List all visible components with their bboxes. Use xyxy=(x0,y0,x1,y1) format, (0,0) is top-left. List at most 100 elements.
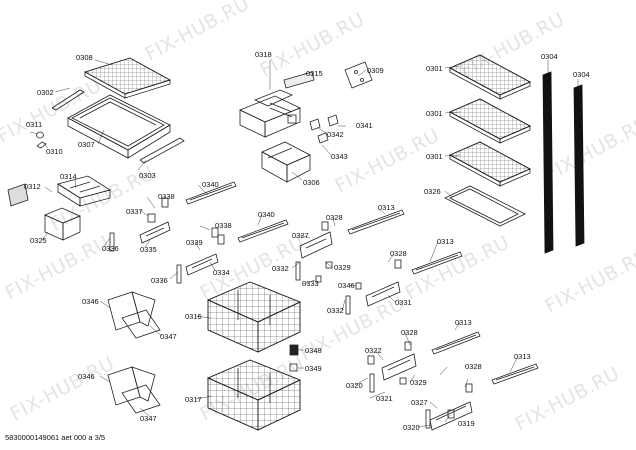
part-0301-shelf-2 xyxy=(449,98,531,144)
part-0341 xyxy=(327,114,339,127)
part-label-0313: 0313 xyxy=(514,352,531,361)
part-0346-small xyxy=(355,282,362,290)
part-label-0319: 0319 xyxy=(458,419,475,428)
part-label-0346: 0346 xyxy=(78,372,95,381)
part-label-0341: 0341 xyxy=(356,121,373,130)
part-0336-post-1 xyxy=(109,232,115,252)
part-label-0313: 0313 xyxy=(437,237,454,246)
part-label-0328: 0328 xyxy=(326,213,343,222)
part-label-0336: 0336 xyxy=(102,244,119,253)
part-0311-ring xyxy=(36,131,44,139)
part-0349 xyxy=(289,363,298,372)
part-label-0347: 0347 xyxy=(140,414,157,423)
part-label-0338: 0338 xyxy=(158,192,175,201)
part-0337 xyxy=(147,213,156,223)
part-0339 xyxy=(211,227,219,238)
part-0319 xyxy=(447,409,455,419)
part-0315-strip xyxy=(283,71,315,89)
part-label-0325: 0325 xyxy=(30,236,47,245)
part-label-0327: 0327 xyxy=(292,231,309,240)
part-label-0336: 0336 xyxy=(151,276,168,285)
part-0326-frame xyxy=(444,185,526,227)
part-label-0321: 0321 xyxy=(376,394,393,403)
part-label-0334: 0334 xyxy=(213,268,230,277)
part-0313-rail-1 xyxy=(347,209,405,235)
part-0332-post-2 xyxy=(345,295,351,315)
part-label-0318: 0318 xyxy=(255,50,272,59)
part-0310-pin xyxy=(36,141,47,149)
part-0318-housing xyxy=(239,89,301,138)
part-label-0337: 0337 xyxy=(126,207,143,216)
part-0306-box xyxy=(261,141,311,183)
part-label-0304: 0304 xyxy=(541,52,558,61)
part-label-0332: 0332 xyxy=(272,264,289,273)
part-label-0309: 0309 xyxy=(367,66,384,75)
part-0346-divider-lower xyxy=(107,366,161,414)
part-0335-bracket xyxy=(139,221,171,244)
part-label-0328: 0328 xyxy=(465,362,482,371)
part-0331-bracket xyxy=(365,281,401,307)
part-label-0340: 0340 xyxy=(258,210,275,219)
part-label-0331: 0331 xyxy=(395,298,412,307)
part-0313-rail-3 xyxy=(431,331,481,355)
part-0303-rail xyxy=(139,137,185,164)
part-label-0326: 0326 xyxy=(424,187,441,196)
part-0338-clip-1 xyxy=(161,197,169,208)
part-0317-basket xyxy=(206,359,301,431)
part-label-0307: 0307 xyxy=(78,140,95,149)
part-label-0306: 0306 xyxy=(303,178,320,187)
part-label-0301: 0301 xyxy=(426,109,443,118)
part-label-0301: 0301 xyxy=(426,152,443,161)
part-label-0329: 0329 xyxy=(410,378,427,387)
part-label-0312: 0312 xyxy=(24,182,41,191)
part-label-0335: 0335 xyxy=(140,245,157,254)
part-0325-box xyxy=(43,207,82,241)
part-label-0346: 0346 xyxy=(338,281,355,290)
part-0320-post-2 xyxy=(425,409,431,429)
part-0321-bracket xyxy=(381,353,417,381)
part-0309-bracket xyxy=(344,61,373,89)
part-label-0328: 0328 xyxy=(401,328,418,337)
part-0304-strip-1 xyxy=(542,71,554,254)
part-0343 xyxy=(317,132,329,144)
part-0328-clip-1 xyxy=(321,221,329,231)
part-0342 xyxy=(309,118,321,131)
part-0332-post-1 xyxy=(295,261,301,281)
part-label-0328: 0328 xyxy=(390,249,407,258)
part-0334-bracket xyxy=(185,253,219,276)
part-0329-1 xyxy=(325,261,333,269)
part-label-0303: 0303 xyxy=(139,171,156,180)
part-0313-rail-4 xyxy=(491,363,539,385)
part-0314-holder xyxy=(57,175,111,207)
part-label-0310: 0310 xyxy=(46,147,63,156)
part-label-0301: 0301 xyxy=(426,64,443,73)
part-0320-post-1 xyxy=(369,373,375,393)
part-0301-shelf-1 xyxy=(449,54,531,100)
part-0328-clip-3 xyxy=(404,341,412,351)
part-label-0320: 0320 xyxy=(403,423,420,432)
part-0346-divider-upper xyxy=(107,291,161,339)
part-0327-bracket-1 xyxy=(299,231,333,259)
part-label-0346: 0346 xyxy=(82,297,99,306)
part-label-0342: 0342 xyxy=(327,130,344,139)
part-label-0332: 0332 xyxy=(327,306,344,315)
part-0328-clip-2 xyxy=(394,259,402,269)
part-0348 xyxy=(289,344,299,356)
part-0312-cover xyxy=(7,183,29,207)
part-label-0343: 0343 xyxy=(331,152,348,161)
part-label-0329: 0329 xyxy=(334,263,351,272)
part-0338-clip-2 xyxy=(217,234,225,245)
part-0340-rail-2 xyxy=(237,219,289,243)
part-0308-grid-shelf xyxy=(83,57,172,99)
part-0302-rail xyxy=(51,89,85,111)
part-0307-tray xyxy=(67,94,171,159)
part-label-0308: 0308 xyxy=(76,53,93,62)
part-label-0313: 0313 xyxy=(378,203,395,212)
part-label-0333: 0333 xyxy=(302,279,319,288)
part-0333 xyxy=(315,275,322,283)
part-label-0349: 0349 xyxy=(305,364,322,373)
part-0340-rail-1 xyxy=(185,181,237,205)
part-0329-2 xyxy=(399,377,407,385)
